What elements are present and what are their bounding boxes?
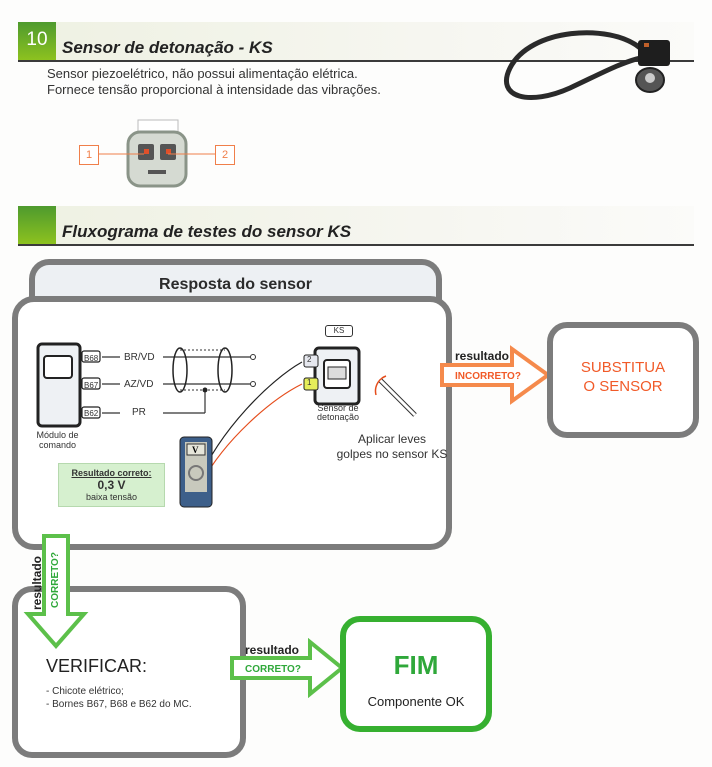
section-title: Sensor de detonação - KS (62, 38, 273, 57)
description-line: Fornece tensão proporcional à intensidad… (47, 82, 381, 97)
verify-box: VERIFICAR: - Chicote elétrico; - Bornes … (12, 586, 246, 758)
section-header-sensor: 10 Sensor de detonação - KS (18, 22, 694, 62)
down-label-bottom: CORRETO? (50, 552, 61, 608)
wire-az-vd: AZ/VD (124, 379, 154, 390)
connector-diagram (98, 119, 216, 188)
description-line: Sensor piezoelétrico, não possui aliment… (47, 66, 358, 81)
end-title: FIM (393, 650, 439, 680)
down-label-top: resultado (30, 555, 44, 610)
instruction-line: Aplicar leves (357, 432, 427, 446)
pin-b62: B62 (84, 409, 99, 418)
sensor-pin-2: 2 (307, 355, 312, 364)
instruction-line: golpes no sensor KS (336, 447, 448, 461)
verify-item: - Bornes B67, B68 e B62 do MC. (46, 699, 192, 710)
sensor-connector-icon (638, 40, 670, 66)
correct-label-bottom: CORRETO? (245, 664, 301, 675)
sensor-label-line: Sensor de (317, 403, 359, 413)
sensor-description: Sensor piezoelétrico, não possui aliment… (47, 66, 381, 98)
connector-pin-1-label: 1 (79, 145, 99, 165)
replace-sensor-text: SUBSTITUA O SENSOR (553, 358, 693, 396)
knock-sensor-photo (504, 30, 670, 101)
sensor-tag: KS (325, 325, 353, 337)
pin-b68: B68 (84, 354, 99, 363)
result-note: baixa tensão (85, 492, 138, 502)
module-label-line: comando (38, 440, 77, 450)
correct-label-top: resultado (245, 643, 300, 657)
incorrect-label-top: resultado (455, 349, 510, 363)
incorrect-label-bottom: INCORRETO? (455, 371, 521, 382)
sensor-label-line: detonação (316, 412, 360, 422)
wire-pr: PR (132, 407, 146, 418)
section-number: 10 (18, 22, 56, 60)
pin-b67: B67 (84, 381, 99, 390)
verify-title: VERIFICAR: (46, 656, 148, 676)
section-header-flowchart: Fluxograma de testes do sensor KS (18, 206, 694, 246)
replace-sensor-box: SUBSTITUA O SENSOR (547, 322, 699, 438)
tap-instruction: Aplicar leves golpes no sensor KS (332, 432, 452, 462)
sensor-response-box (12, 296, 452, 550)
verify-list: - Chicote elétrico; - Bornes B67, B68 e … (46, 685, 192, 711)
result-value: 0,3 V (97, 478, 126, 492)
wiring-diagram (36, 342, 417, 508)
result-title: Resultado correto: (71, 468, 152, 478)
action-line: SUBSTITUA (580, 359, 666, 376)
correct-right-arrow-icon (230, 638, 345, 698)
connector-pin-2-label: 2 (215, 145, 235, 165)
sensor-pin-1: 1 (307, 378, 312, 387)
end-box: FIM Componente OK (340, 616, 492, 732)
module-label-line: Módulo de (36, 430, 79, 440)
correct-result-box: Resultado correto: 0,3 V baixa tensão (58, 463, 165, 507)
module-label: Módulo de comando (35, 430, 80, 450)
sensor-response-title: Resposta do sensor (159, 276, 312, 293)
section-title: Fluxograma de testes do sensor KS (62, 222, 352, 241)
sensor-label: Sensor de detonação (313, 404, 363, 422)
tap-motion-icon (374, 375, 387, 396)
verify-item: - Chicote elétrico; (46, 686, 124, 697)
action-line: O SENSOR (583, 378, 663, 395)
correct-down-arrow-icon (23, 534, 89, 650)
end-subtitle: Componente OK (367, 694, 465, 709)
incorrect-arrow-icon (440, 345, 552, 405)
wire-br-vd: BR/VD (124, 352, 155, 363)
meter-symbol: V (192, 445, 199, 455)
section-tab (18, 206, 56, 244)
